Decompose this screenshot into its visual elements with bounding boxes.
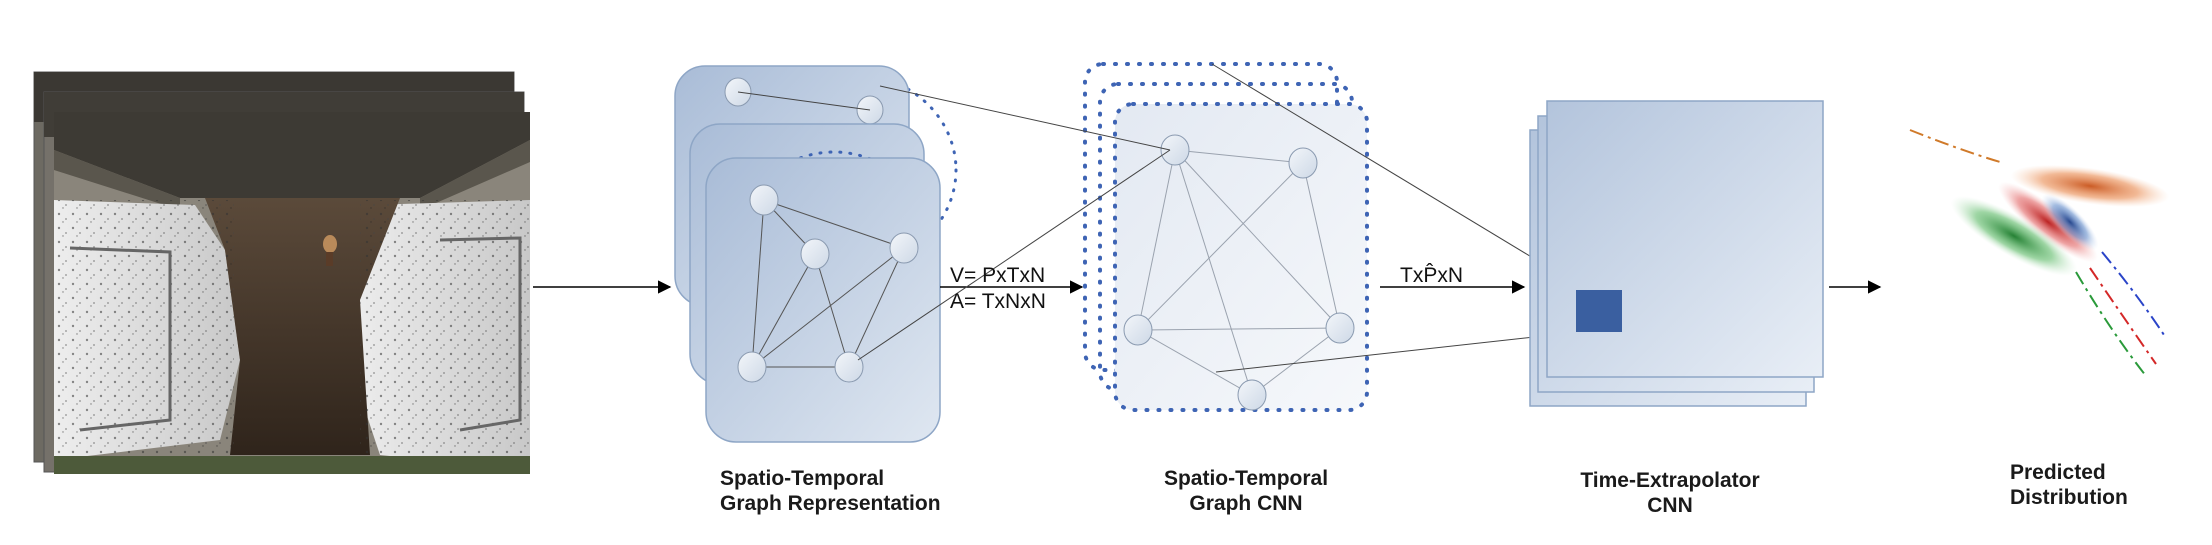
predicted-distribution (1909, 129, 2170, 377)
graph-node (1160, 134, 1190, 166)
front-graph-nodes (737, 184, 919, 383)
graph-representation (674, 65, 958, 443)
gcnn-layer-front (1113, 102, 1369, 412)
caption-line: Graph CNN (1189, 492, 1303, 515)
formula-vertex: V= PxTxN (950, 264, 1046, 287)
frame-front (54, 112, 530, 474)
graph-node (1325, 312, 1355, 344)
graph-node (1288, 147, 1318, 179)
caption-line: Spatio-Temporal (720, 467, 885, 490)
graph-node (800, 238, 830, 270)
caption-line: Spatio-Temporal (1163, 467, 1329, 490)
distribution-orange (2010, 164, 2170, 208)
formula-gcnn-output: TxP̂xN (1400, 264, 1463, 287)
graph-node (737, 351, 767, 383)
caption-graph-cnn: Spatio-Temporal Graph CNN (1146, 466, 1346, 516)
caption-predicted-distribution: Predicted Distribution (2010, 460, 2128, 510)
graph-node (1237, 379, 1267, 411)
caption-line: Graph Representation (720, 492, 941, 515)
distribution-blue (2041, 193, 2099, 251)
graph-cnn (1083, 62, 1369, 412)
front-graph-edges (751, 199, 905, 368)
gcnn-edges (1137, 149, 1341, 396)
observed-trajectory-orange (1909, 129, 2001, 163)
distribution-green (1950, 196, 2078, 276)
caption-line: Distribution (2010, 486, 2128, 509)
graph-node (749, 184, 779, 216)
caption-line: CNN (1647, 494, 1693, 517)
formula-adjacency: A= TxNxN (950, 290, 1046, 313)
future-trajectory-green (2075, 271, 2147, 377)
input-frames (33, 71, 530, 474)
graph-node (1123, 314, 1153, 346)
future-trajectory-red (2089, 267, 2157, 365)
kernel-highlight (1576, 290, 1622, 332)
graph-node (889, 232, 919, 264)
time-extrapolator (1529, 100, 1824, 407)
distribution-red (1998, 181, 2098, 263)
caption-line: Predicted (2010, 461, 2106, 484)
future-trajectory-blue (2101, 251, 2167, 339)
caption-graph-representation: Spatio-Temporal Graph Representation (720, 466, 941, 516)
tcnn-layer-front (1546, 100, 1824, 378)
graph-node (834, 351, 864, 383)
graph-panel-front (705, 157, 941, 443)
gcnn-nodes (1123, 134, 1355, 411)
caption-line: Time-Extrapolator (1580, 469, 1760, 492)
caption-time-extrapolator: Time-Extrapolator CNN (1570, 468, 1770, 518)
